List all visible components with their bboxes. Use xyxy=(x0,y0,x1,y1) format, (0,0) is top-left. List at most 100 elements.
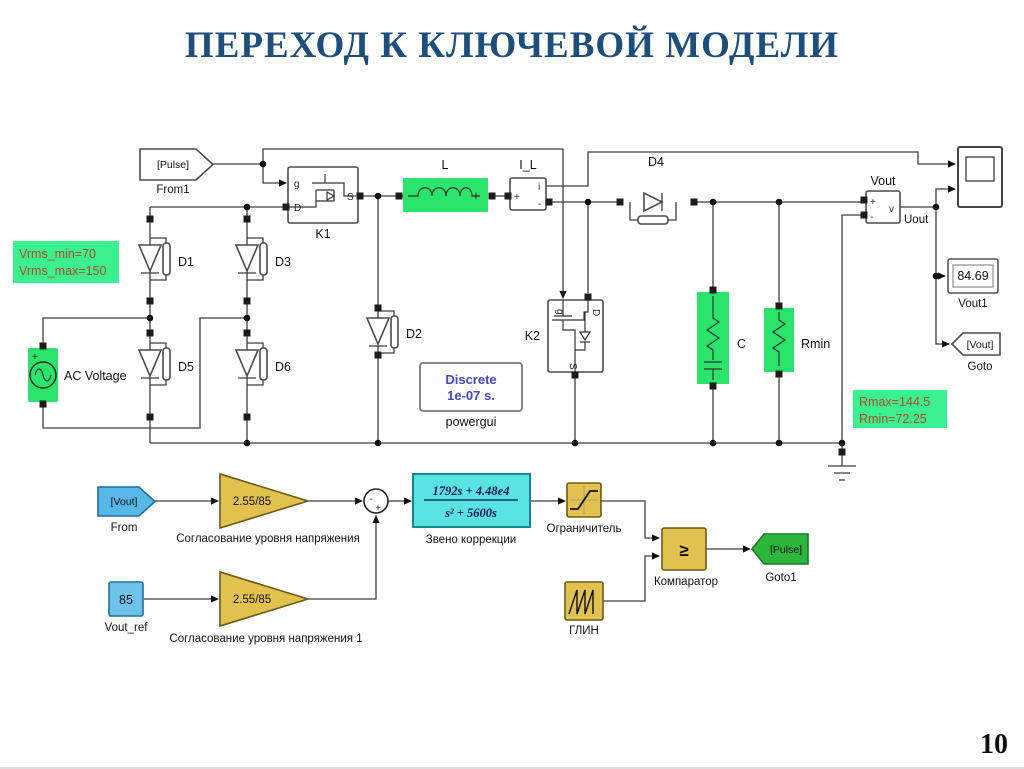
comparator-symbol: ≥ xyxy=(679,541,688,560)
k1-label: K1 xyxy=(315,227,330,241)
powergui-label: powergui xyxy=(446,415,497,429)
junction-dots xyxy=(146,160,940,447)
ac-voltage-source: + AC Voltage xyxy=(28,348,127,402)
rmin-block: Rmin xyxy=(764,308,830,372)
from-vout-text: [Vout] xyxy=(111,496,138,508)
vref-value: 85 xyxy=(119,593,133,607)
wires xyxy=(42,148,948,602)
diode-d2: D2 xyxy=(365,310,422,354)
goto-vout-text: [Vout] xyxy=(967,339,994,351)
d3-label: D3 xyxy=(275,255,291,269)
rc-branch-icon xyxy=(704,296,722,380)
rmin-label: Rmin xyxy=(801,337,830,351)
coil-icon xyxy=(408,187,480,197)
port-squares xyxy=(39,192,868,456)
tf-denominator: s² + 5600s xyxy=(444,506,497,520)
scope-block xyxy=(957,146,1003,208)
rload-line1: Rmax=144.5 xyxy=(859,395,930,409)
vrms-line2: Vrms_max=150 xyxy=(19,264,106,278)
sum-minus: - xyxy=(369,494,372,505)
saturation-icon xyxy=(570,490,598,510)
from1-tag-text: [Pulse] xyxy=(157,159,189,171)
display-label: Vout1 xyxy=(958,298,987,310)
gain2-block: 2.55/85 Согласование уровня напряжения 1 xyxy=(169,570,363,645)
from-vout-tag: [Vout] From xyxy=(97,486,157,534)
k2-label: K2 xyxy=(525,329,540,343)
goto1-label: Goto1 xyxy=(765,572,796,584)
k2-mosfet-block: g D S K2 xyxy=(525,299,604,373)
capacitor-block: C xyxy=(697,292,746,384)
inductor-block: L xyxy=(403,158,488,212)
d5-label: D5 xyxy=(178,360,194,374)
diode-d4: D4 xyxy=(629,155,677,225)
sum-block: - + xyxy=(363,488,389,514)
svg-text:+: + xyxy=(32,352,38,363)
voltmeter-label: Vout xyxy=(870,174,896,188)
ramp-label: ГЛИН xyxy=(569,625,599,637)
gain2-value: 2.55/85 xyxy=(233,594,271,606)
gain1-block: 2.55/85 Согласование уровня напряжения xyxy=(176,472,360,545)
d2-label: D2 xyxy=(406,327,422,341)
diode-d5: D5 xyxy=(137,342,194,386)
il-port-minus: - xyxy=(538,199,541,210)
powergui-block: Discrete 1e-07 s. powergui xyxy=(419,362,523,429)
display-value: 84.69 xyxy=(957,269,988,283)
k2-port-s: S xyxy=(567,363,578,370)
ramp-generator-block: ГЛИН xyxy=(564,581,604,637)
d4-label: D4 xyxy=(648,155,664,169)
current-meter-block: + i - I_L xyxy=(509,158,547,211)
k1-port-s: S xyxy=(347,192,354,203)
il-port-i: i xyxy=(538,182,540,193)
saturation-block: Ограничитель xyxy=(547,482,622,535)
diode-d3: D3 xyxy=(234,237,291,281)
vref-label: Vout_ref xyxy=(105,622,149,634)
powergui-line2: 1e-07 s. xyxy=(447,388,495,403)
from-vout-label: From xyxy=(111,522,138,534)
gain1-value: 2.55/85 xyxy=(233,496,271,508)
k1-mosfet-block: g D S K1 xyxy=(287,166,359,241)
goto1-tag: [Pulse] Goto1 xyxy=(750,533,809,584)
rload-annotation: Rmax=144.5 Rmin=72.25 xyxy=(853,390,947,428)
mosfet-icon xyxy=(552,300,592,372)
voltmeter-block: + - v Vout Uout xyxy=(865,174,929,226)
page-number: 10 xyxy=(980,729,1008,760)
vref-constant-block: 85 Vout_ref xyxy=(105,581,149,634)
diode-d6: D6 xyxy=(234,342,291,386)
display-block: 84.69 Vout1 xyxy=(947,258,999,310)
saturation-label: Ограничитель xyxy=(547,523,622,535)
vout-port-plus: + xyxy=(870,197,876,208)
mosfet-icon xyxy=(289,174,356,208)
il-port-plus: + xyxy=(514,192,520,203)
transfer-fcn-block: 1792s + 4.48e4 s² + 5600s Звено коррекци… xyxy=(412,473,531,546)
goto-vout-label: Goto xyxy=(968,361,993,373)
from1-tag: [Pulse] From1 xyxy=(139,148,215,196)
resistor-icon xyxy=(771,312,787,366)
rload-line2: Rmin=72.25 xyxy=(859,412,927,426)
cap-label: C xyxy=(737,337,746,351)
sum-plus: + xyxy=(375,503,381,514)
d6-label: D6 xyxy=(275,360,291,374)
gain2-label: Согласование уровня напряжения 1 xyxy=(169,633,362,645)
vout-port-v: v xyxy=(889,204,894,215)
powergui-line1: Discrete xyxy=(445,372,496,387)
ac-voltage-label: AC Voltage xyxy=(64,369,127,383)
arrowheads xyxy=(211,160,956,603)
tf-numerator: 1792s + 4.48e4 xyxy=(433,484,510,498)
gain1-label: Согласование уровня напряжения xyxy=(176,533,360,545)
from1-label: From1 xyxy=(156,184,189,196)
comparator-label: Компаратор xyxy=(654,576,718,588)
current-meter-label: I_L xyxy=(519,158,536,172)
inductor-label: L xyxy=(442,158,449,172)
goto-vout-tag: [Vout] Goto xyxy=(950,332,1001,373)
goto1-text: [Pulse] xyxy=(770,544,802,556)
diode-d1: D1 xyxy=(137,237,194,281)
vrms-annotation: Vrms_min=70 Vrms_max=150 xyxy=(13,241,119,283)
uout-wire-label: Uout xyxy=(904,214,929,226)
vout-port-minus: - xyxy=(870,212,873,223)
k2-port-d: D xyxy=(590,309,601,316)
comparator-block: ≥ Компаратор xyxy=(654,527,718,588)
vrms-line1: Vrms_min=70 xyxy=(19,247,96,261)
tf-label: Звено коррекции xyxy=(426,534,516,546)
